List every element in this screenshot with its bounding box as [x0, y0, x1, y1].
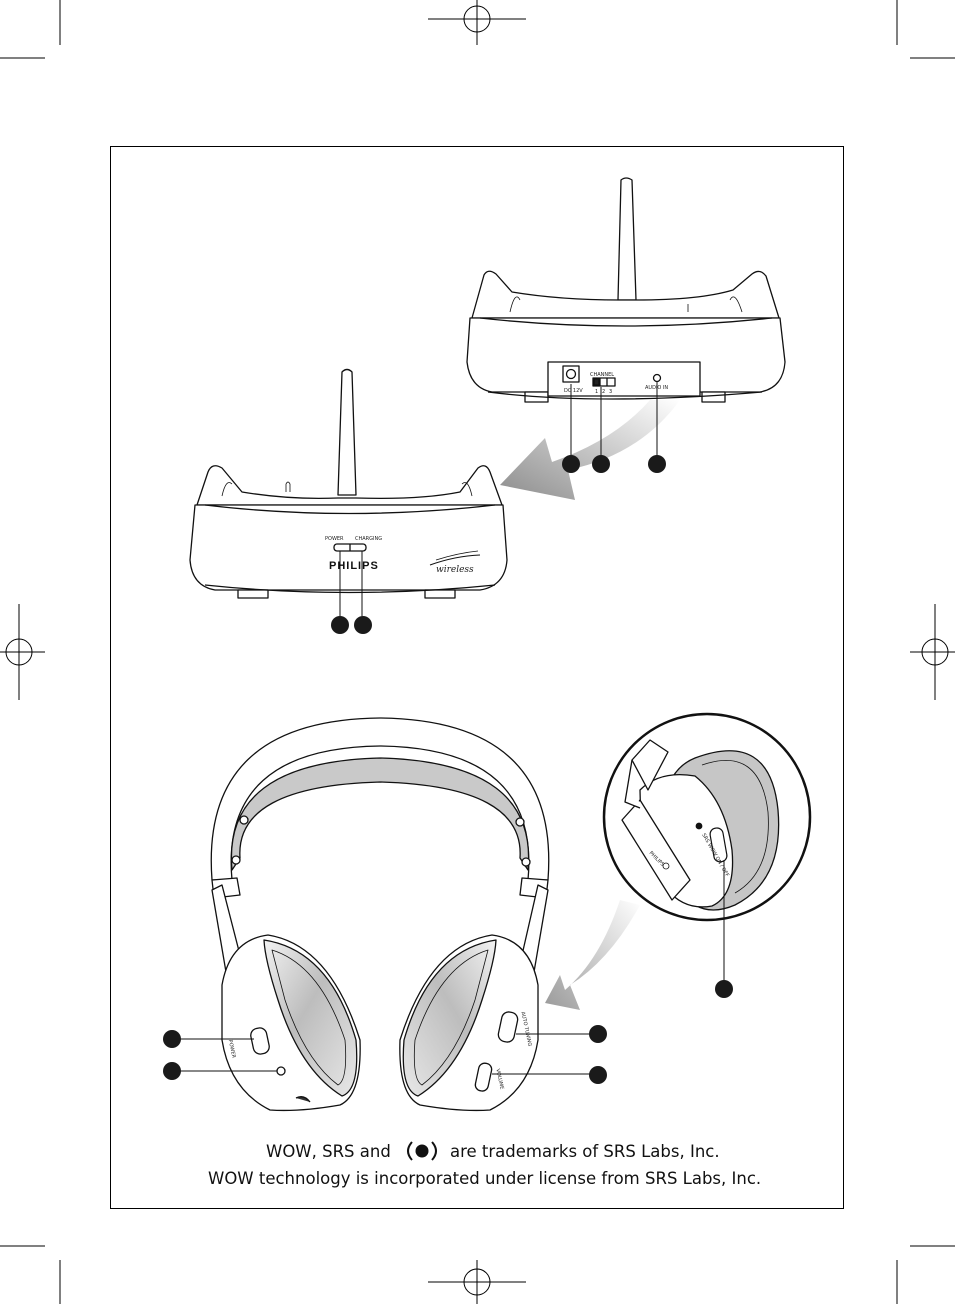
license-line: WOW technology is incorporated under lic… — [208, 1169, 761, 1188]
detail-arrow — [545, 900, 640, 1010]
view-transition-arrow — [500, 400, 680, 500]
base-station-back — [467, 178, 785, 402]
callout-marker — [589, 1025, 607, 1043]
trademark-line-part2: are trademarks of SRS Labs, Inc. — [450, 1142, 720, 1161]
base-back-dc-label: DC 12V — [564, 388, 583, 394]
wireless-logo: wireless — [436, 565, 474, 575]
registration-mark-left — [0, 604, 45, 700]
srs-logo-icon — [408, 1142, 436, 1160]
philips-logo: PHILIPS — [329, 560, 379, 572]
callout-marker — [163, 1062, 181, 1080]
callout-marker — [589, 1066, 607, 1084]
trademark-line-part1: WOW, SRS and — [266, 1142, 391, 1161]
registration-mark-top — [428, 0, 526, 45]
registration-mark-bottom — [428, 1260, 526, 1304]
base-front-power-label: POWER — [325, 536, 344, 542]
base-back-channel-label: CHANNEL — [590, 372, 614, 378]
base-back-channel-3: 3 — [609, 389, 612, 395]
callout-marker — [648, 455, 666, 473]
callout-marker — [562, 455, 580, 473]
callout-marker — [592, 455, 610, 473]
callout-marker — [354, 616, 372, 634]
base-back-channel-2: 2 — [602, 389, 605, 395]
callout-marker — [331, 616, 349, 634]
callout-marker — [715, 980, 733, 998]
base-front-charging-label: CHARGING — [355, 536, 382, 542]
detail-magnifier — [604, 714, 810, 920]
headphones — [211, 718, 549, 1110]
registration-mark-right — [910, 604, 955, 700]
base-back-channel-1: 1 — [595, 389, 598, 395]
callout-marker — [163, 1030, 181, 1048]
